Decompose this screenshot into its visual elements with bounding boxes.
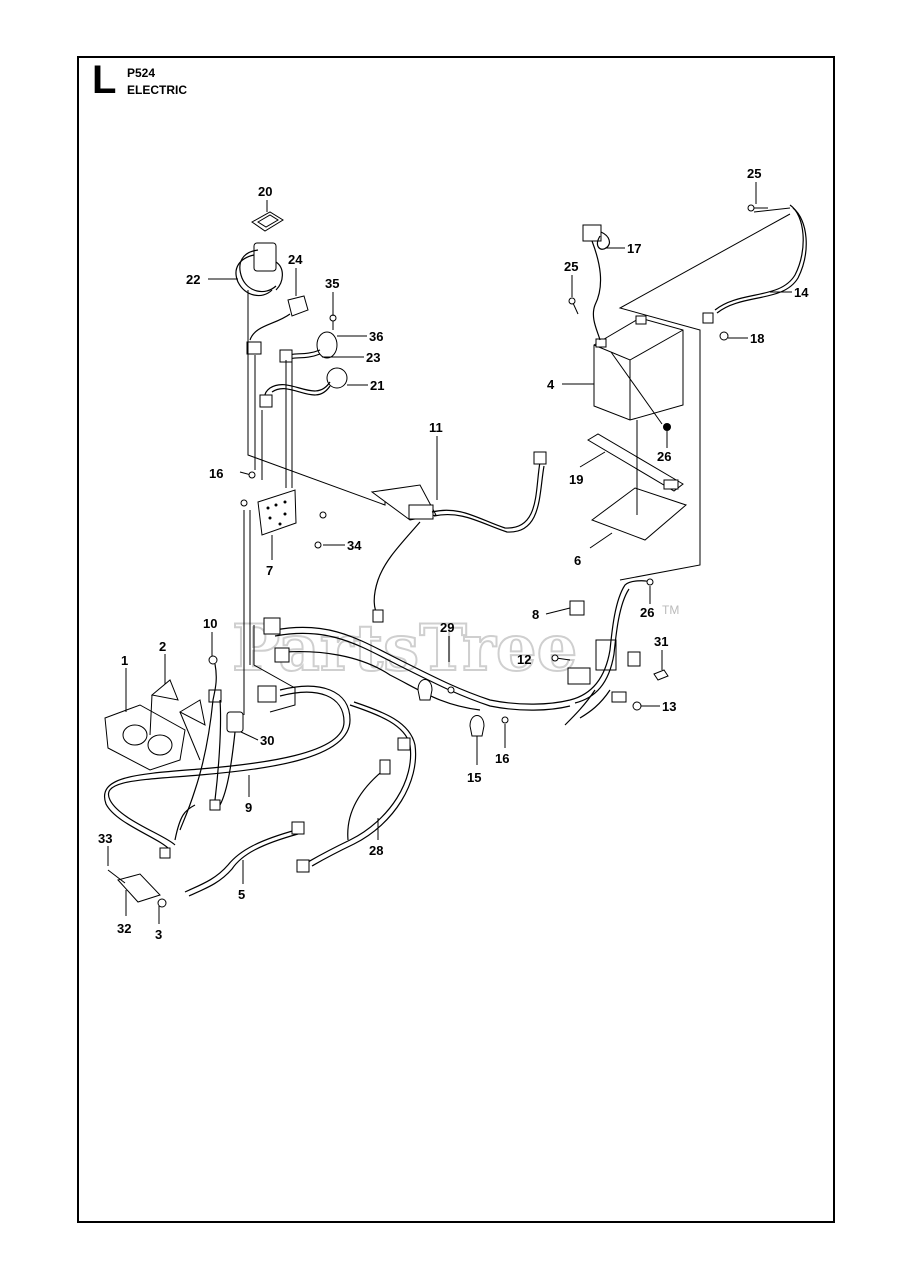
battery-cable-17	[582, 224, 611, 341]
callout-23: 23	[366, 350, 380, 365]
callout-1: 1	[121, 653, 128, 668]
callout-2: 2	[159, 639, 166, 654]
sensor-3	[157, 898, 167, 908]
harness-5	[184, 821, 305, 897]
callout-25-top: 25	[747, 166, 761, 181]
battery-strap	[587, 433, 684, 492]
callout-15: 15	[467, 770, 481, 785]
callout-28: 28	[369, 843, 383, 858]
callout-17: 17	[627, 241, 641, 256]
switch-harness-22	[235, 242, 283, 297]
main-harness-9	[103, 617, 571, 859]
callouts: 20 22 24 35 36 23 21 11 16 34 7 25 17 25…	[98, 166, 809, 942]
callout-36: 36	[369, 329, 383, 344]
screw-12	[551, 654, 571, 662]
callout-31: 31	[654, 634, 668, 649]
watermark-tm: TM	[662, 603, 679, 617]
callout-32: 32	[117, 921, 131, 936]
nut-26	[663, 423, 671, 431]
callout-6: 6	[574, 553, 581, 568]
harness-11	[370, 451, 547, 623]
callout-14: 14	[794, 285, 809, 300]
relay-8	[569, 600, 585, 616]
screw-25-top	[747, 204, 768, 212]
callout-35: 35	[325, 276, 339, 291]
callout-5: 5	[238, 887, 245, 902]
clamp-29	[417, 679, 455, 701]
battery-tray	[590, 487, 687, 541]
callout-18: 18	[750, 331, 764, 346]
model-number: P524	[127, 66, 156, 80]
control-module-7	[257, 489, 297, 536]
callout-16-lower: 16	[495, 751, 509, 766]
callout-26-lower: 26	[640, 605, 654, 620]
callout-25-left: 25	[564, 259, 578, 274]
switch-21	[259, 367, 348, 408]
bulb-2	[150, 679, 206, 726]
callout-12: 12	[517, 652, 531, 667]
screw-13	[632, 701, 642, 711]
connector-24	[246, 295, 309, 355]
ignition-switch-36	[316, 314, 338, 359]
callout-22: 22	[186, 272, 200, 287]
callout-9: 9	[245, 800, 252, 815]
battery-cable-14	[702, 204, 807, 324]
light-harness-10	[179, 655, 222, 831]
nut-26-lower	[646, 578, 654, 586]
light-housing-1	[104, 704, 186, 771]
callout-13: 13	[662, 699, 676, 714]
callout-30: 30	[260, 733, 274, 748]
callout-8: 8	[532, 607, 539, 622]
section-letter: L	[92, 58, 117, 102]
diagram-frame	[77, 56, 835, 1223]
fuse-31	[653, 669, 669, 681]
callout-4: 4	[547, 377, 555, 392]
harness-23	[279, 349, 321, 363]
battery	[593, 315, 684, 421]
switch-plate-20	[251, 211, 284, 232]
callout-29: 29	[440, 620, 454, 635]
screw-18	[719, 331, 729, 341]
callout-20: 20	[258, 184, 272, 199]
harness-junction	[564, 580, 651, 726]
callout-3: 3	[155, 927, 162, 942]
callout-26-top: 26	[657, 449, 671, 464]
callout-21: 21	[370, 378, 384, 393]
callout-33: 33	[98, 831, 112, 846]
screw-25-left	[568, 297, 579, 315]
section-title: ELECTRIC	[127, 83, 187, 97]
screw-16-top	[239, 471, 256, 479]
callout-24: 24	[288, 252, 303, 267]
callout-11: 11	[429, 420, 443, 435]
connector-30	[219, 711, 244, 806]
switch-bracket-32	[107, 869, 167, 908]
callout-34: 34	[347, 538, 362, 553]
callout-16-top: 16	[209, 466, 223, 481]
harness-28	[296, 701, 417, 873]
clamp-15	[469, 715, 509, 737]
callout-19: 19	[569, 472, 583, 487]
callout-7: 7	[266, 563, 273, 578]
callout-10: 10	[203, 616, 217, 631]
